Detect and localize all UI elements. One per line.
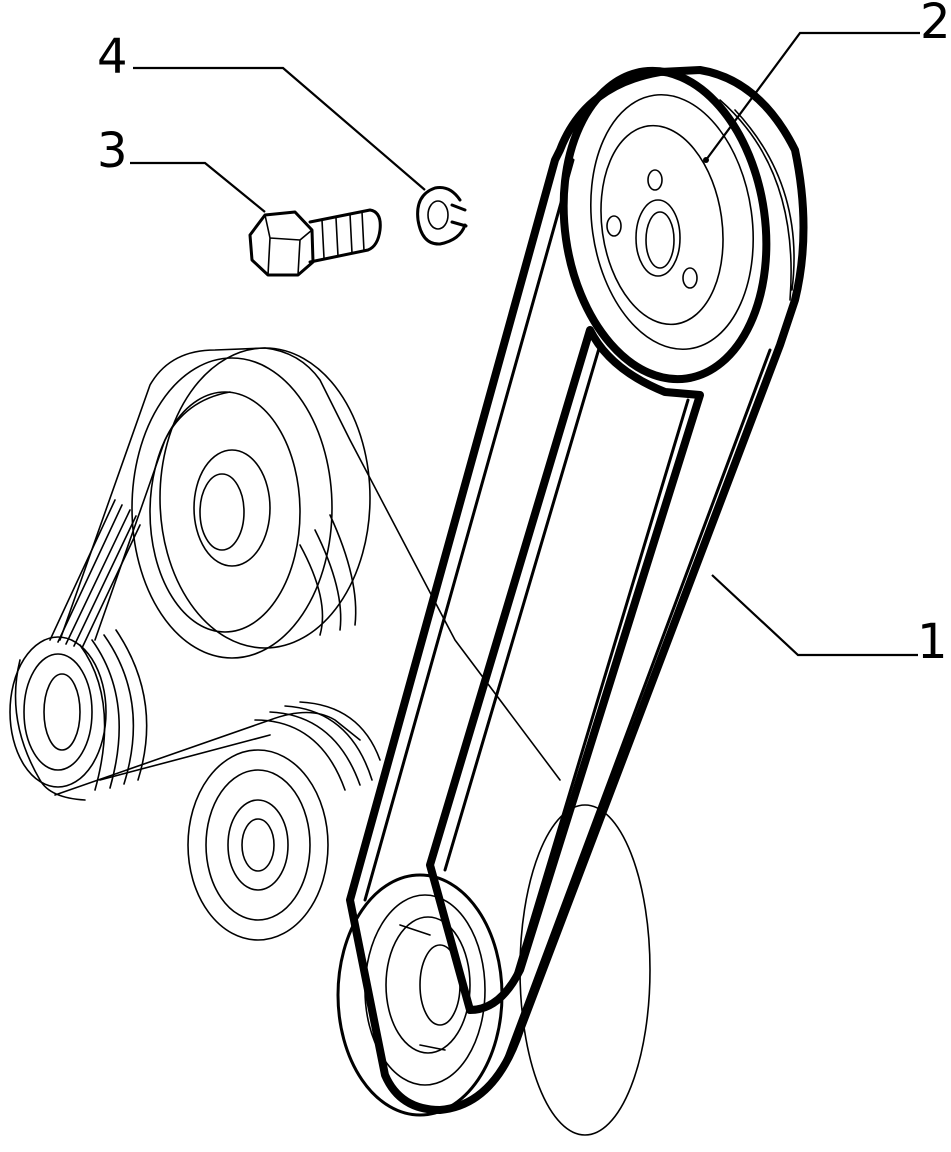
upper-pulley <box>559 66 795 384</box>
auxiliary-belt <box>14 347 561 801</box>
pulley-bolt-hole <box>682 267 698 289</box>
left-ribbed-pulley <box>9 629 148 791</box>
pulley-bolt-hole <box>647 169 663 191</box>
washer <box>416 186 468 246</box>
callout-number-washer: 4 <box>97 29 128 85</box>
callout-number-belt: 1 <box>917 614 948 670</box>
drive-belt-inner <box>426 326 704 1014</box>
callout-number-bolt: 3 <box>97 123 128 179</box>
crankshaft-pulley <box>336 804 651 1136</box>
leader-lines <box>130 31 920 657</box>
pulley-bolt-hole <box>606 215 622 237</box>
callout-number-pulley: 2 <box>920 0 951 50</box>
bolt <box>248 208 382 277</box>
auxiliary-belt-assembly <box>9 347 561 941</box>
leader-line-1 <box>711 574 918 657</box>
leader-line-2 <box>705 31 920 161</box>
lower-ribbed-pulley <box>187 701 381 941</box>
leader-line-4 <box>133 66 426 191</box>
upper-idler-pulley <box>131 347 371 659</box>
leader-line-3 <box>130 161 266 213</box>
